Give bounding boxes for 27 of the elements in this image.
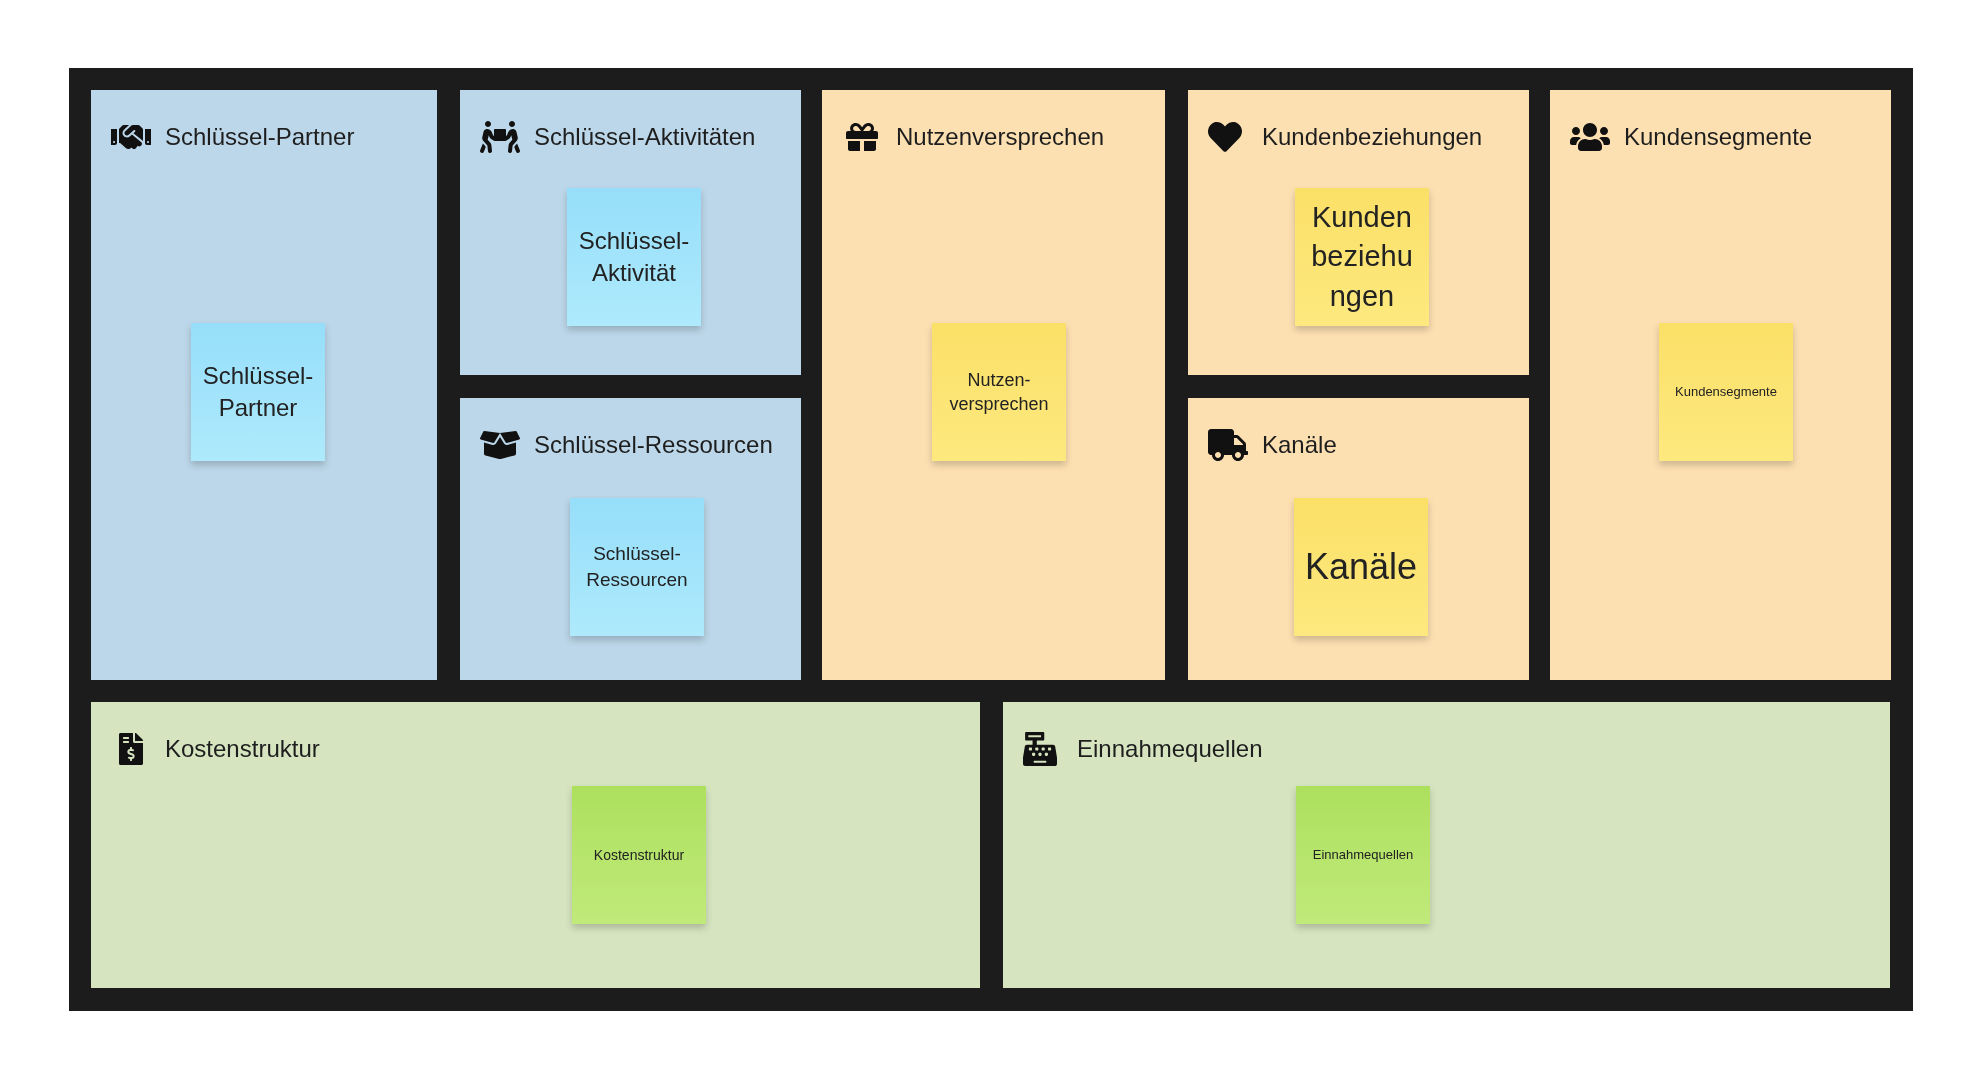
canvas-section: [91, 702, 980, 988]
sticky-note: Schlüssel-Partner: [191, 323, 325, 461]
section-heading: Einnahmequellen: [1077, 734, 1263, 764]
section-heading: Schlüssel-Ressourcen: [534, 430, 773, 460]
section-heading: Kundensegmente: [1624, 122, 1813, 152]
sticky-note: Schlüssel-Ressourcen: [570, 498, 704, 636]
sticky-note: Kanäle: [1294, 498, 1428, 636]
section-heading: Kundenbeziehungen: [1262, 122, 1483, 152]
sticky-note: Kundenbeziehungen: [1295, 188, 1429, 326]
sticky-note: Kostenstruktur: [572, 786, 706, 924]
canvas-section: [1188, 398, 1529, 680]
canvas-section: [1003, 702, 1890, 988]
section-heading: Kostenstruktur: [165, 734, 320, 764]
section-heading: Schlüssel-Aktivitäten: [534, 122, 756, 152]
canvas-section: [1188, 90, 1529, 375]
sticky-note: Schlüssel-Aktivität: [567, 188, 701, 326]
canvas-section: [460, 398, 801, 680]
sticky-note: Nutzen-versprechen: [932, 323, 1066, 461]
sticky-note: Einnahmequellen: [1296, 786, 1430, 924]
section-heading: Kanäle: [1262, 430, 1337, 460]
sticky-note: Kundensegmente: [1659, 323, 1793, 461]
canvas-section: [1550, 90, 1891, 680]
canvas-section: [822, 90, 1165, 680]
section-heading: Schlüssel-Partner: [165, 122, 355, 152]
section-heading: Nutzenversprechen: [896, 122, 1105, 152]
canvas-section: [460, 90, 801, 375]
canvas-section: [91, 90, 437, 680]
